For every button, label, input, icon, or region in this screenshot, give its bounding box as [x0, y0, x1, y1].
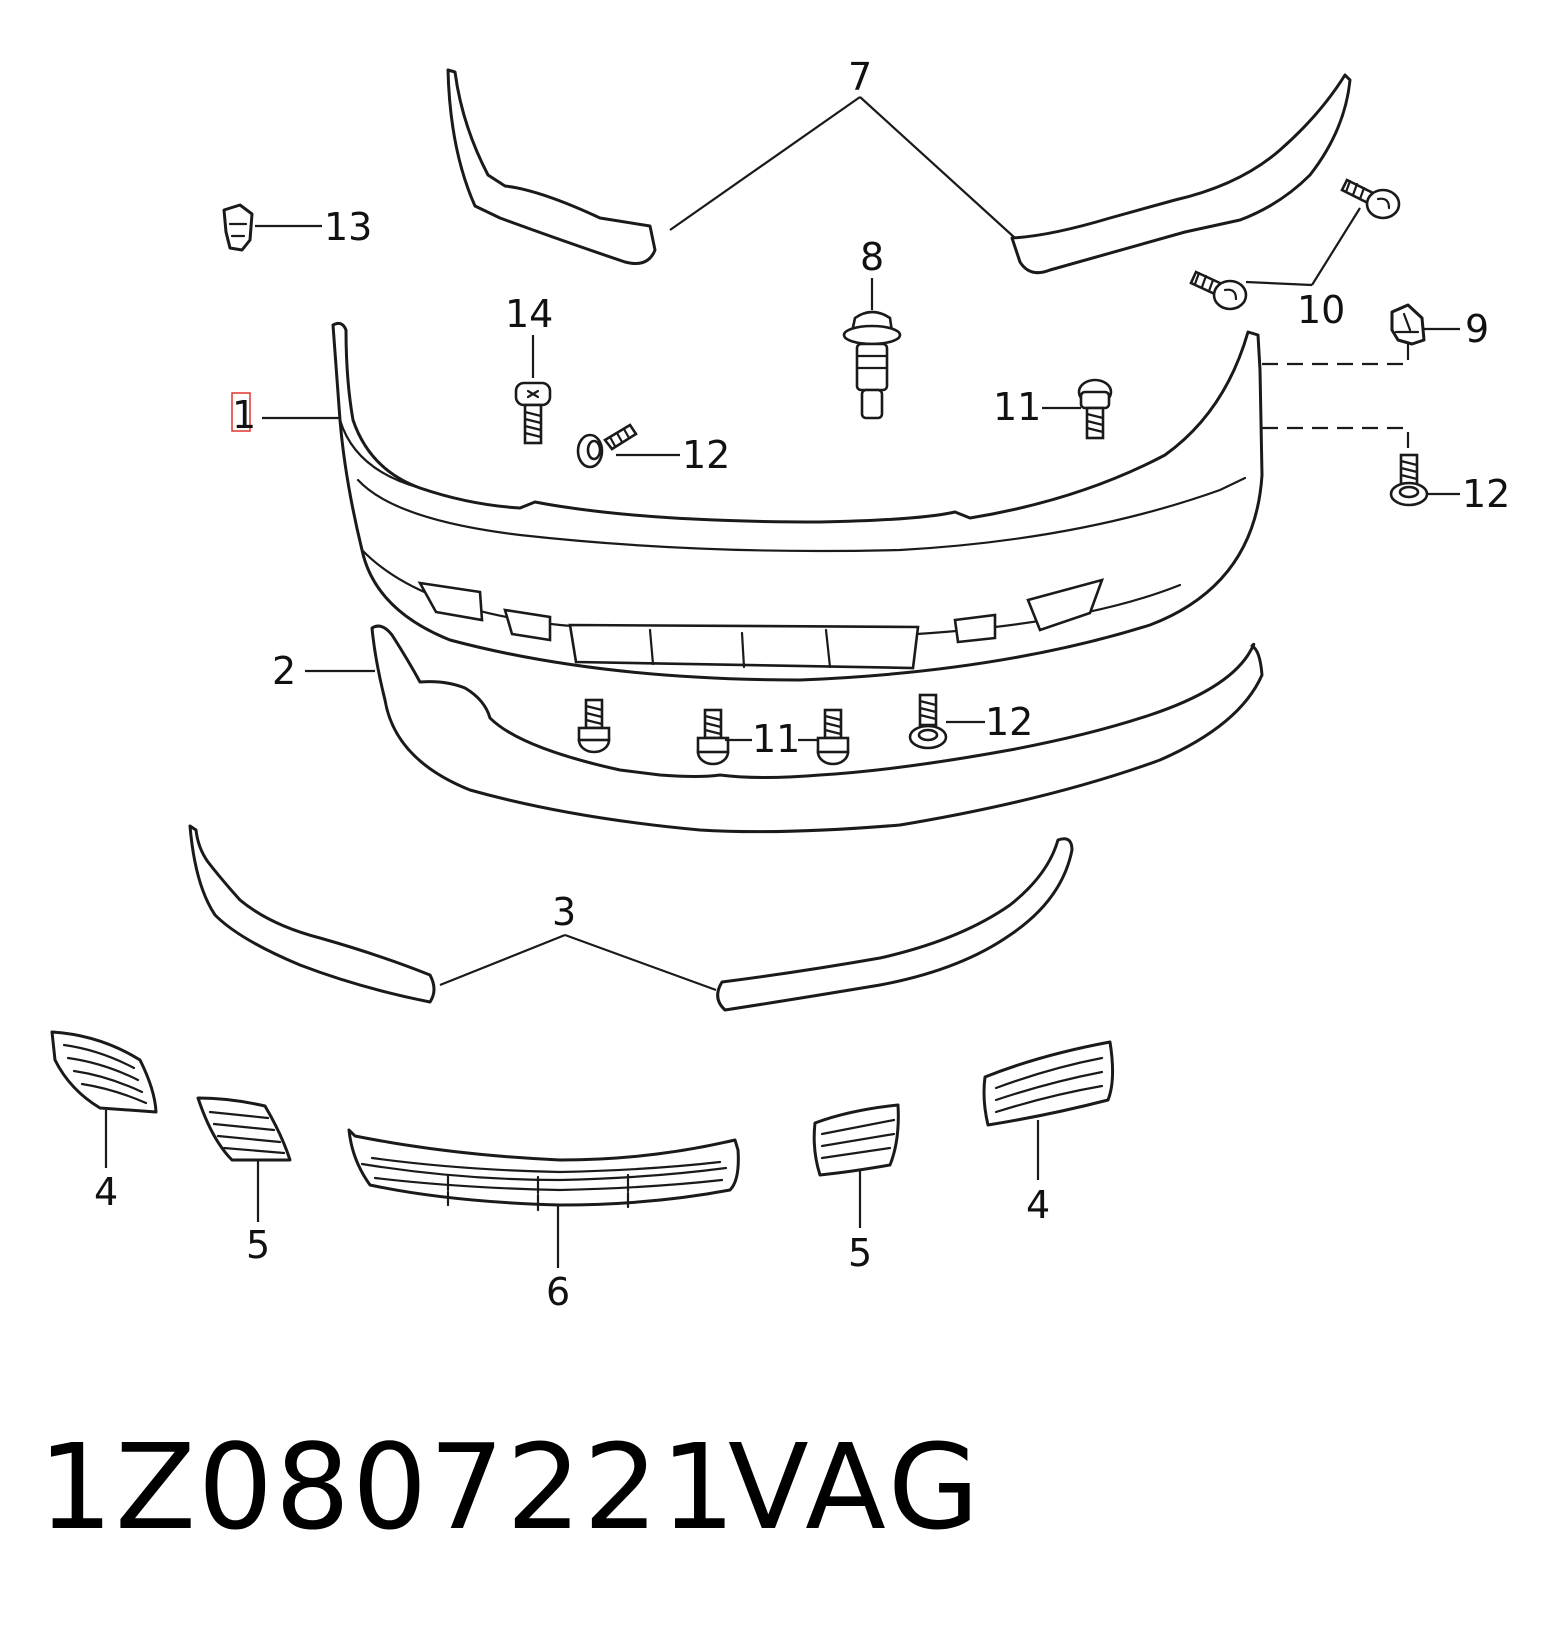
callout-12-upper: 12: [682, 433, 730, 477]
callout-5-left: 5: [246, 1223, 270, 1267]
callout-8: 8: [860, 235, 884, 279]
callout-11-lower: 11: [752, 717, 800, 761]
part-5-small-grille-left: [196, 1096, 292, 1222]
callout-5-right: 5: [848, 1231, 872, 1275]
part-11-screws-lower: [577, 698, 850, 766]
brand-label: VAG: [728, 1418, 984, 1556]
part-9-clip: [1262, 303, 1460, 366]
part-number: 1Z0807221: [38, 1418, 738, 1556]
part-10-screws: [1189, 178, 1401, 311]
part-3-lower-trim-strip: [188, 824, 1074, 1012]
callout-13: 13: [324, 205, 372, 249]
part-7-upper-trim-strip: [446, 68, 1352, 275]
part-1-bumper-cover: [231, 321, 1264, 682]
callout-10: 10: [1297, 288, 1345, 332]
part-13-clip: [222, 203, 322, 252]
part-12-screw-upper-left: [576, 423, 680, 469]
part-12-screw-lower: [908, 693, 985, 750]
part-12-screw-right: [1262, 426, 1460, 507]
callout-6: 6: [546, 1270, 570, 1314]
callout-4-right: 4: [1026, 1183, 1050, 1227]
callout-1: 1: [232, 393, 256, 437]
part-14-screw: [514, 335, 552, 445]
callout-3: 3: [552, 890, 576, 934]
part-6-center-grille: [347, 1128, 740, 1268]
callout-11-upper: 11: [993, 385, 1041, 429]
part-2-spoiler: [305, 624, 1264, 834]
callout-12-lower: 12: [985, 700, 1033, 744]
callout-4-left: 4: [94, 1170, 118, 1214]
part-4-outer-grille-right: [982, 1040, 1115, 1180]
part-5-small-grille-right: [812, 1103, 900, 1228]
callout-9: 9: [1465, 307, 1489, 351]
part-4-outer-grille-left: [50, 1030, 158, 1168]
callout-12-right: 12: [1462, 472, 1510, 516]
callout-2: 2: [272, 649, 296, 693]
part-8-plug: [842, 278, 902, 420]
part-11-screw-upper: [1042, 378, 1113, 440]
callout-7: 7: [848, 55, 872, 99]
callout-14: 14: [505, 292, 553, 336]
